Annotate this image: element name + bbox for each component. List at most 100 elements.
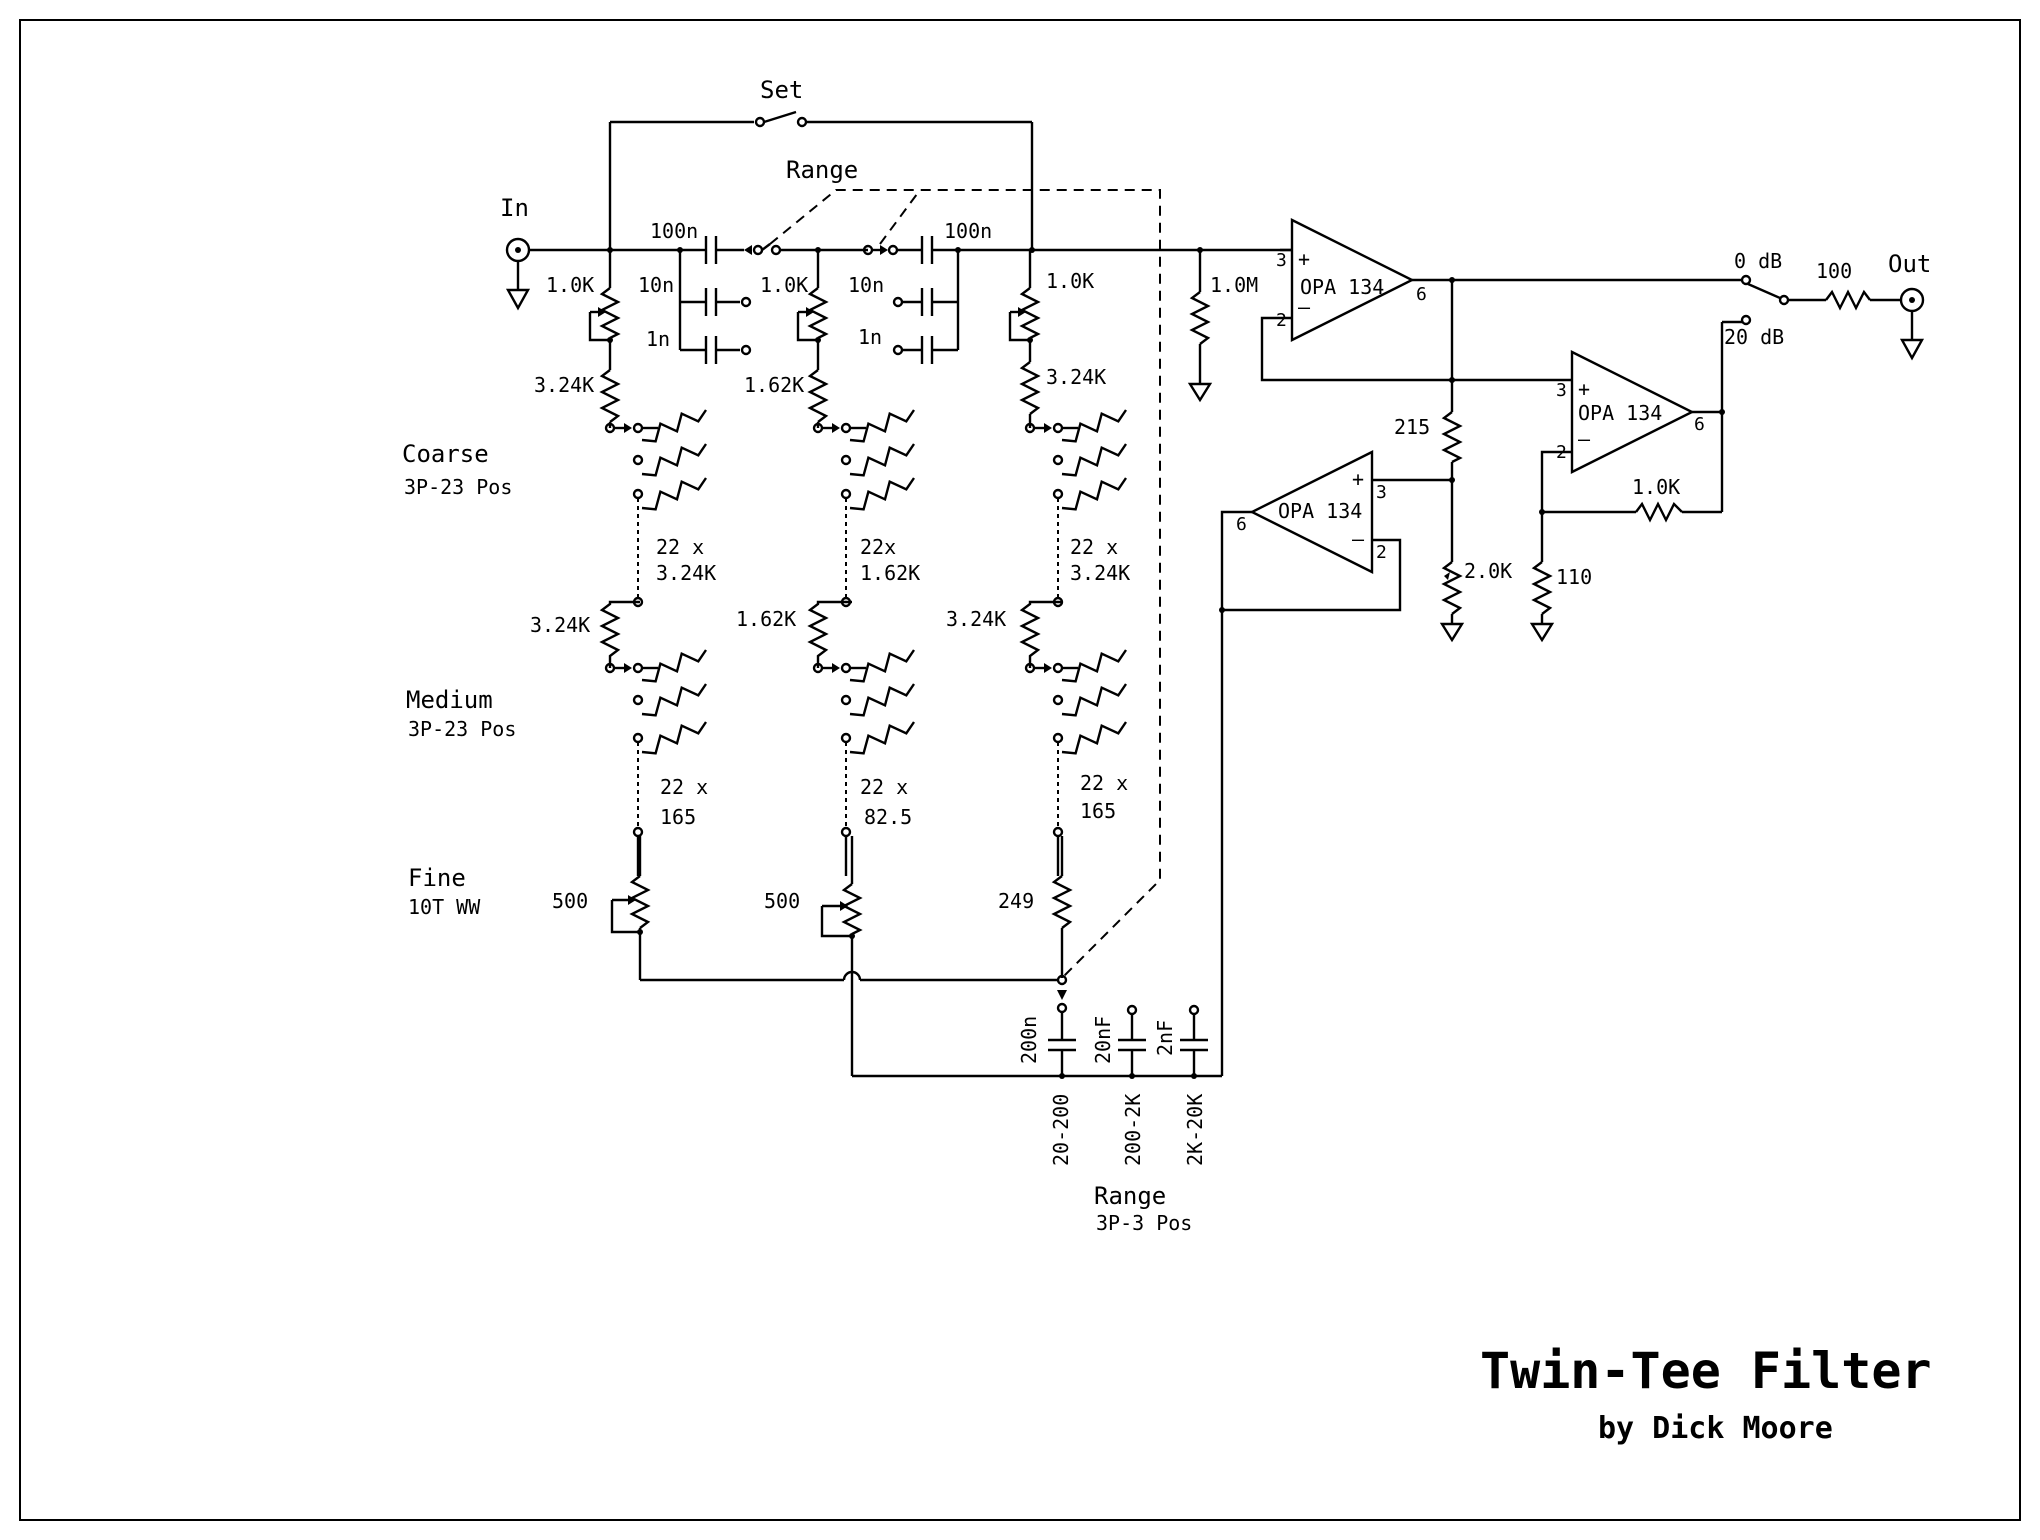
opamp1-name: OPA 134: [1300, 275, 1384, 299]
ground-icon: [1899, 338, 1925, 361]
fine-left-label: 500: [552, 889, 588, 913]
medium-mid-count: 22 x: [860, 775, 908, 799]
gain-20db-label: 20 dB: [1724, 325, 1784, 349]
c-100n-right-label: 100n: [944, 219, 992, 243]
coarse-mid-count: 22x: [860, 535, 896, 559]
opamp3-plus: +: [1352, 467, 1364, 491]
pot-2k: [1439, 561, 1465, 643]
capacitor-1n-right: [892, 336, 958, 364]
fine-spec: 10T WW: [408, 895, 481, 919]
r-324k-left-label: 3.24K: [534, 373, 594, 397]
pot-500-left: [610, 836, 651, 980]
pot-1k-right: [1008, 250, 1041, 362]
r-100-label: 100: [1816, 259, 1852, 283]
opamp1-pin6: 6: [1416, 284, 1427, 305]
band2-label: 200-2K: [1121, 1094, 1145, 1166]
pot-1k-mid: [796, 250, 829, 370]
pot-1k-mid-label: 1.0K: [760, 273, 808, 297]
medium-switch-bank: [604, 649, 1127, 876]
opamp3-name: OPA 134: [1278, 499, 1362, 523]
r-110-label: 110: [1556, 565, 1592, 589]
ground-icon: [1529, 622, 1555, 643]
opamp2-pin2: 2: [1556, 442, 1567, 463]
resistor-110: [1529, 512, 1555, 643]
c-1n-left-label: 1n: [646, 327, 670, 351]
opamp1-pin3: 3: [1276, 250, 1287, 271]
coarse-column-right: [1024, 409, 1127, 608]
gain-switch: [1722, 274, 1790, 326]
c-10n-left-label: 10n: [638, 273, 674, 297]
opamp2-minus: –: [1578, 427, 1591, 451]
opamp-2: [1452, 350, 1722, 512]
medium-spec: 3P-23 Pos: [408, 717, 516, 741]
capacitor-200n: [1048, 1038, 1076, 1076]
medium-column-mid: [812, 649, 915, 876]
resistor-1k-feedback: [1635, 501, 1722, 523]
opamp-1: [1260, 218, 1452, 382]
drawing-border: [19, 19, 2021, 1521]
out-label: Out: [1888, 250, 1931, 278]
r-1k-fb-label: 1.0K: [1632, 475, 1680, 499]
gain-0db-label: 0 dB: [1734, 249, 1782, 273]
capacitor-100n-left: [700, 236, 744, 264]
resistor-249: [1051, 836, 1073, 978]
in-label: In: [500, 194, 529, 222]
set-switch: [754, 110, 808, 128]
r-162k-mid-label: 1.62K: [744, 373, 804, 397]
capacitor-10n-left: [680, 288, 752, 316]
c-100n-left-label: 100n: [650, 219, 698, 243]
capacitor-100n-right: [920, 236, 1032, 264]
output-connector: [1899, 287, 1925, 361]
coarse-label: Coarse: [402, 440, 489, 468]
r2-right-label: 3.24K: [946, 607, 1006, 631]
r-1m-label: 1.0M: [1210, 273, 1258, 297]
coarse-spec: 3P-23 Pos: [404, 475, 512, 499]
opamp1-pin2: 2: [1276, 310, 1287, 331]
c-1n-right-label: 1n: [858, 325, 882, 349]
r-2k-label: 2.0K: [1464, 559, 1512, 583]
resistor-324k-left-2: [599, 600, 640, 668]
resistor-324k-right: [1019, 361, 1041, 428]
r2-left-label: 3.24K: [530, 613, 590, 637]
r-215-label: 215: [1394, 415, 1430, 439]
resistor-162k-mid-2: [807, 600, 852, 668]
resistor-100: [1825, 289, 1900, 311]
opamp-3: [1220, 450, 1452, 612]
opamp3-pin2: 2: [1376, 542, 1387, 563]
range-top-label: Range: [786, 156, 858, 184]
band3-label: 2K-20K: [1183, 1094, 1207, 1166]
r-324k-right-label: 3.24K: [1046, 365, 1106, 389]
capacitor-1n-left: [680, 336, 752, 364]
pot-500-mid: [820, 836, 863, 970]
capacitor-10n-right: [892, 288, 958, 316]
ground-icon: [1187, 382, 1213, 403]
r2-mid-label: 1.62K: [736, 607, 796, 631]
coarse-right-count: 22 x: [1070, 535, 1118, 559]
fine-mid-label: 500: [764, 889, 800, 913]
drawing-author: by Dick Moore: [1598, 1411, 1833, 1446]
medium-left-value: 165: [660, 805, 696, 829]
resistor-324k-left: [599, 369, 621, 428]
fine-label: Fine: [408, 864, 466, 892]
c-10n-right-label: 10n: [848, 273, 884, 297]
pot-1k-right-label: 1.0K: [1046, 269, 1094, 293]
range-linkage: [769, 189, 1161, 981]
fine-right-label: 249: [998, 889, 1034, 913]
range-spec: 3P-3 Pos: [1096, 1211, 1192, 1235]
band1-label: 20-200: [1049, 1094, 1073, 1166]
coarse-right-value: 3.24K: [1070, 561, 1130, 585]
set-label: Set: [760, 76, 803, 104]
opamp3-pin6: 6: [1236, 514, 1247, 535]
opamp2-plus: +: [1578, 377, 1590, 401]
medium-left-count: 22 x: [660, 775, 708, 799]
drawing-title: Twin-Tee Filter: [1480, 1342, 1932, 1400]
c-2nf-label: 2nF: [1153, 1020, 1177, 1056]
medium-mid-value: 82.5: [864, 805, 912, 829]
ground-icon: [505, 288, 531, 311]
coarse-column-left: [604, 409, 707, 608]
resistor-162k-mid: [807, 369, 829, 428]
input-connector: [505, 237, 531, 311]
pot-1k-left-label: 1.0K: [546, 273, 594, 297]
opamp3-pin3: 3: [1376, 482, 1387, 503]
